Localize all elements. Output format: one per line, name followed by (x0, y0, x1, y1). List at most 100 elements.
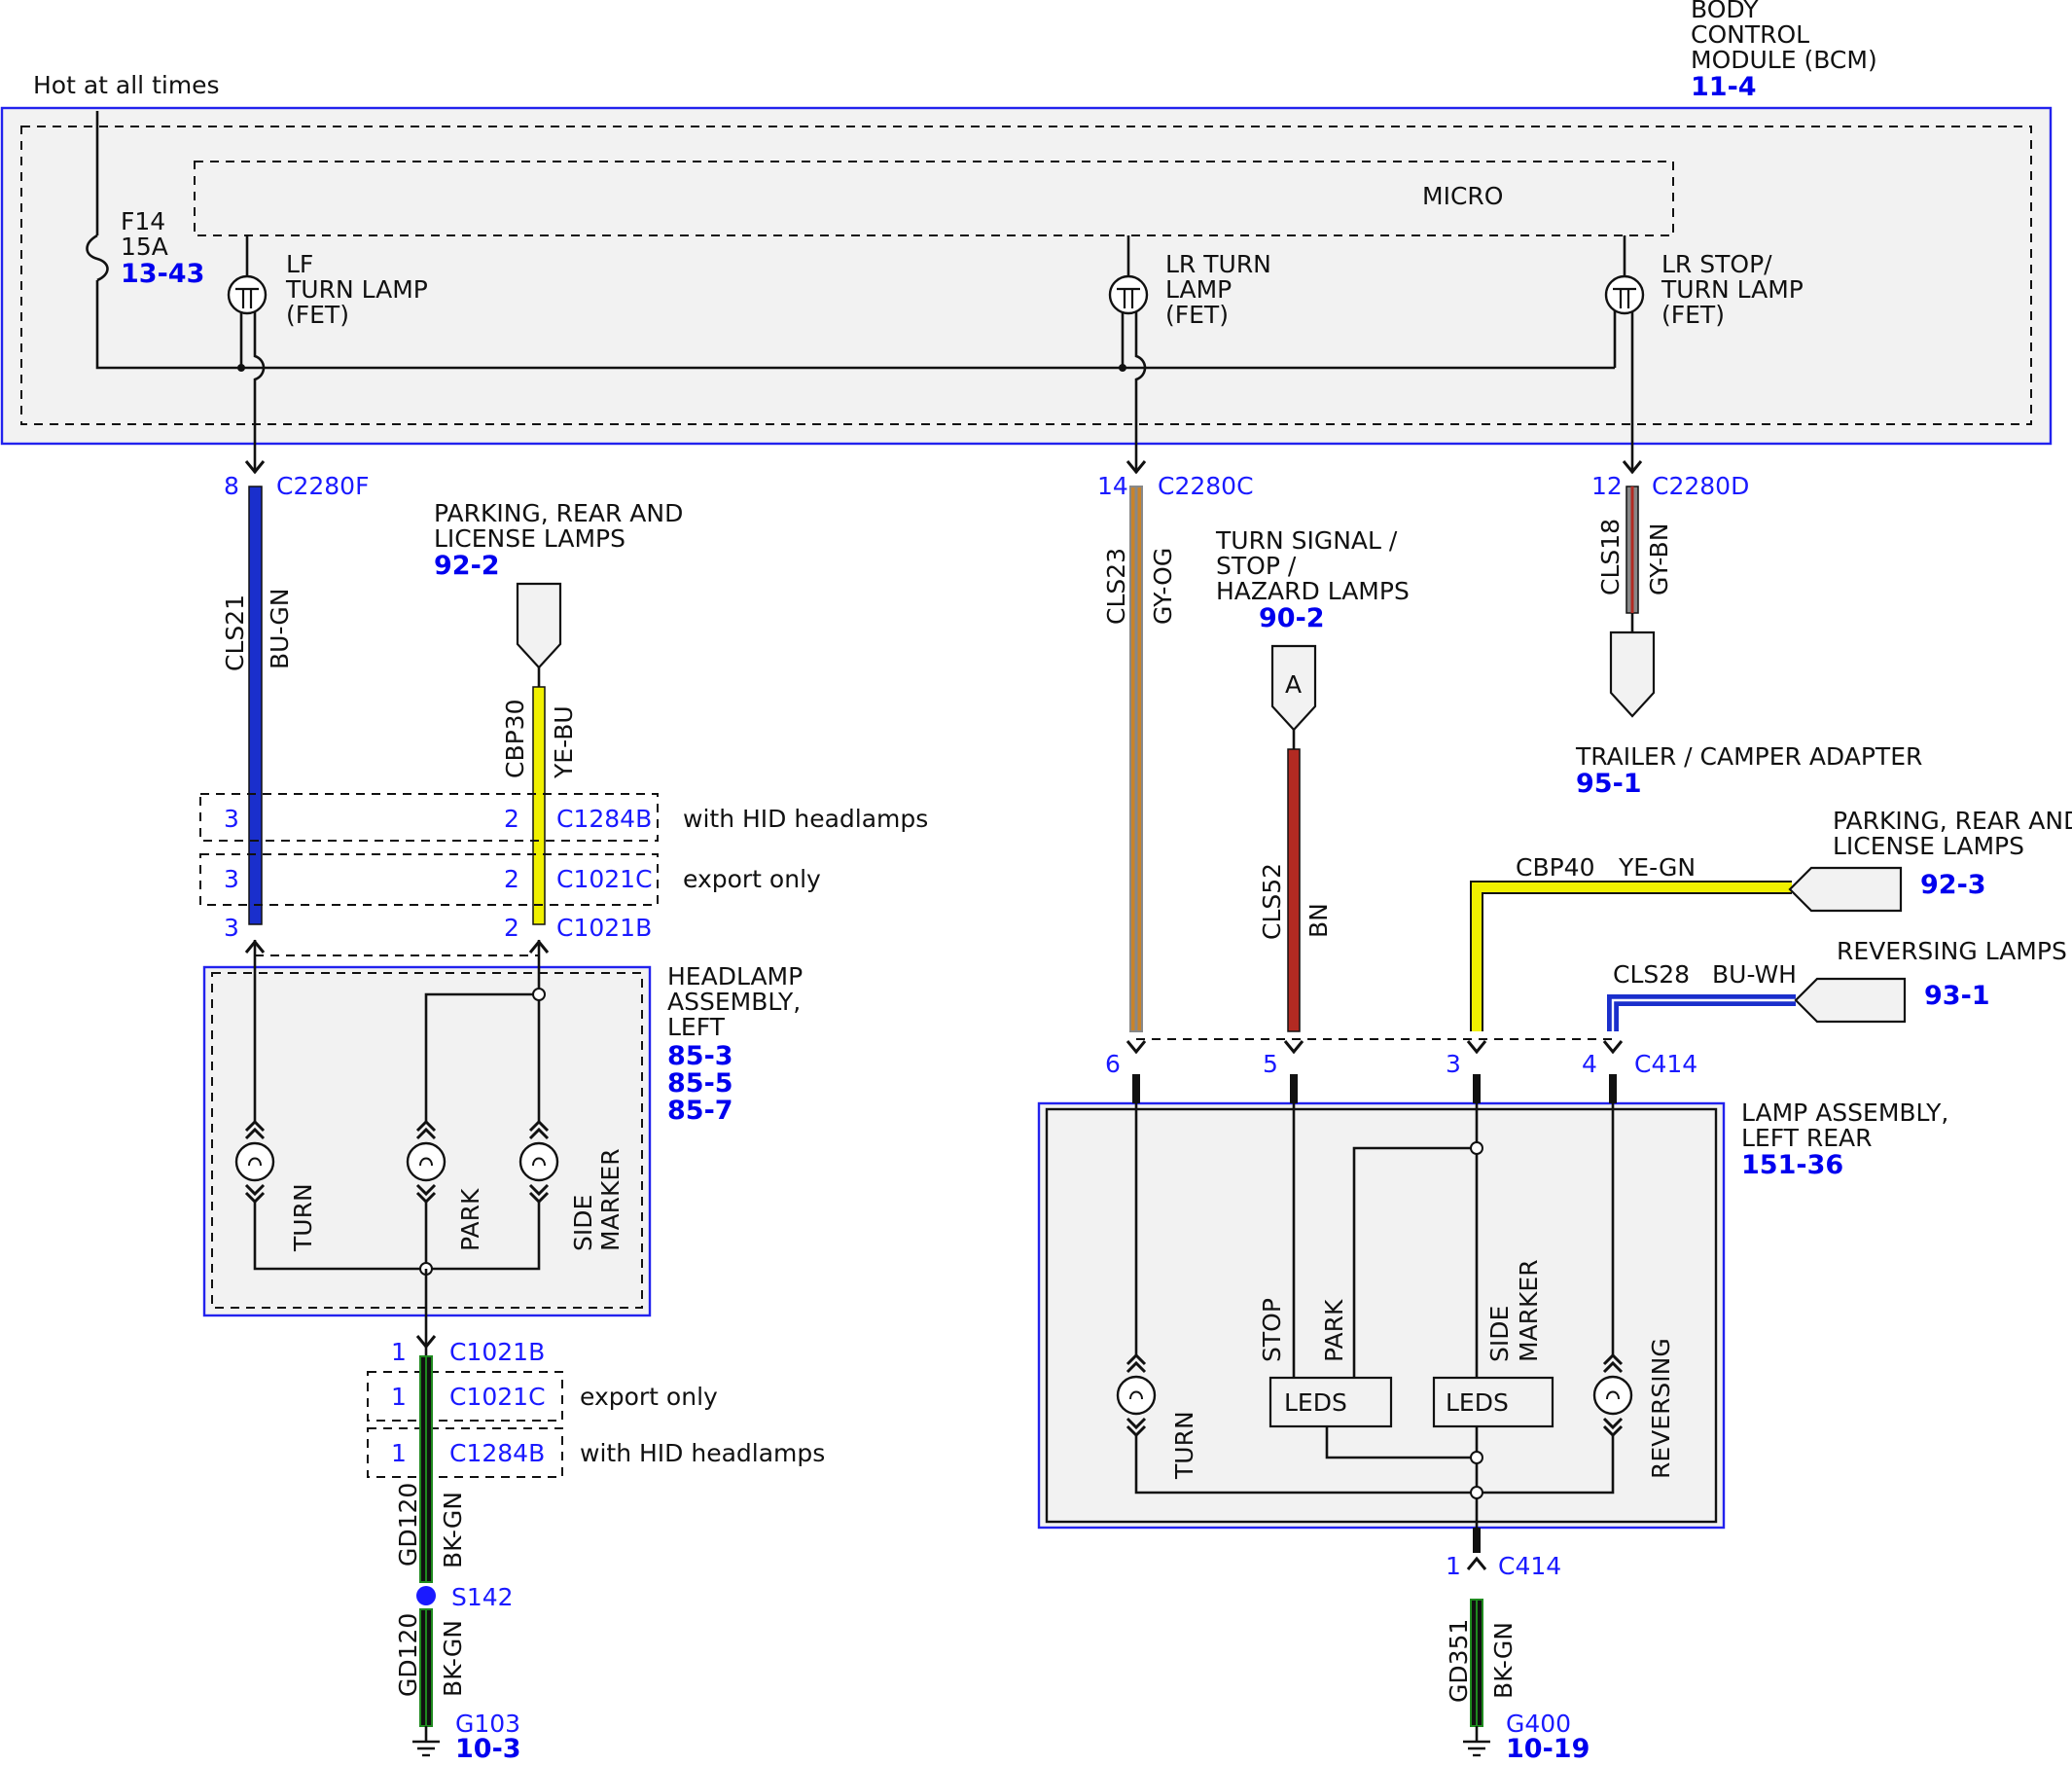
wire-gd120-b-circuit: GD120 (394, 1613, 422, 1697)
c1284b-name[interactable]: C1284B (556, 805, 652, 833)
c1021c-pin-b: 2 (504, 865, 519, 893)
c1284b-pin-a: 3 (224, 805, 239, 833)
rear-lead-6 (1132, 1074, 1140, 1103)
parking-ref-right-page[interactable]: 92-3 (1920, 870, 1986, 900)
turn-ref-flag[interactable] (1270, 644, 1317, 732)
rear-lamp-title-1: LAMP ASSEMBLY, (1741, 1099, 1948, 1127)
junction-dot (532, 988, 546, 1001)
c2280c-name[interactable]: C2280C (1158, 472, 1254, 500)
c1021b-pin-b: 2 (504, 914, 519, 942)
rear-leds-1-label: LEDS (1284, 1388, 1347, 1417)
wire-cbp30[interactable] (532, 686, 546, 925)
bcm-module: MICRO BODY CONTROL MODULE (BCM) 11-4 Hot… (0, 0, 2053, 473)
gl-c1284b-name[interactable]: C1284B (449, 1439, 545, 1467)
wire-gd120-a-color: BK-GN (439, 1492, 467, 1568)
wire-cls28[interactable] (1607, 994, 1796, 1031)
wire-cls21[interactable] (248, 486, 263, 925)
junction-dot (237, 364, 245, 372)
wire-cls28-circuit: CLS28 (1613, 960, 1690, 989)
rear-turn-label: TURN (1170, 1411, 1198, 1480)
wire-cls52-color: BN (1304, 903, 1333, 938)
c2280f-name[interactable]: C2280F (276, 472, 369, 500)
fet-lrturn-label-1: LR TURN (1165, 250, 1271, 278)
wire-cls23-circuit: CLS23 (1102, 548, 1130, 625)
trailer-ref-flag[interactable] (1609, 630, 1656, 718)
c1284b-pin-b: 2 (504, 805, 519, 833)
c414-top-name[interactable]: C414 (1634, 1050, 1697, 1078)
c1021c-note: export only (683, 865, 821, 893)
fet-lrturn-icon (1108, 274, 1149, 315)
headlamp-inner-boundary (211, 972, 643, 1309)
parking-ref-left-page[interactable]: 92-2 (434, 551, 500, 581)
headlamp-ref-3[interactable]: 85-7 (667, 1096, 733, 1126)
bcm-title-3: MODULE (BCM) (1691, 46, 1877, 74)
c2280d-name[interactable]: C2280D (1652, 472, 1749, 500)
wire-cbp40-fill (1472, 882, 1792, 1031)
ground-g103-label[interactable]: G103 (455, 1710, 520, 1738)
junction-dot (1470, 1141, 1483, 1155)
rear-lead-3 (1473, 1074, 1481, 1103)
wire-cls28-color: BU-WH (1712, 960, 1797, 989)
trailer-ref-page[interactable]: 95-1 (1576, 769, 1642, 799)
micro-boundary (194, 161, 1674, 236)
wire-cls18-circuit: CLS18 (1596, 519, 1625, 595)
gr-c414-name[interactable]: C414 (1498, 1552, 1561, 1580)
c414-pin6: 6 (1105, 1050, 1121, 1078)
parking-ref-left-flag[interactable] (516, 582, 562, 669)
fet-lrstop-icon (1604, 274, 1645, 315)
wire-cbp40[interactable] (1470, 881, 1792, 1031)
splice-s142-icon (416, 1586, 436, 1605)
rear-lead-5 (1290, 1074, 1298, 1103)
ground-g400-label[interactable]: G400 (1506, 1710, 1571, 1738)
wire-cls28-tracer (1611, 998, 1796, 1031)
gl-c1021b-name[interactable]: C1021B (449, 1338, 545, 1366)
rear-stop-label: STOP (1258, 1298, 1286, 1362)
reversing-ref-flag[interactable] (1794, 977, 1907, 1024)
bcm-hot-feed (95, 111, 1615, 370)
rear-lamp-ref[interactable]: 151-36 (1741, 1150, 1843, 1180)
c1021c-name[interactable]: C1021C (556, 865, 653, 893)
junction-dot (1470, 1451, 1483, 1464)
turn-ref-page[interactable]: 90-2 (1259, 603, 1325, 633)
gl-c1021c-pin: 1 (391, 1383, 407, 1411)
wire-cbp40-circuit: CBP40 (1516, 853, 1595, 882)
fet-lrturn-label-2: LAMP (1165, 275, 1232, 304)
ground-g103-ref[interactable]: 10-3 (455, 1734, 521, 1764)
trailer-ref-label: TRAILER / CAMPER ADAPTER (1575, 742, 1922, 771)
fuse-ref[interactable]: 13-43 (121, 259, 204, 289)
c414-pin3-terminal (1466, 1039, 1487, 1054)
c414-pin5-terminal (1283, 1039, 1304, 1054)
gl-c1021c-name[interactable]: C1021C (449, 1383, 546, 1411)
rear-lamp-outline (1037, 1101, 1726, 1530)
splice-s142-label[interactable]: S142 (451, 1583, 514, 1611)
fet-lf-label-3: (FET) (286, 301, 349, 329)
wire-gd120-b-color: BK-GN (439, 1620, 467, 1697)
parking-ref-right-flag[interactable] (1788, 866, 1903, 913)
headlamp-ref-2[interactable]: 85-5 (667, 1068, 733, 1099)
fuse-f14 (86, 234, 109, 282)
ground-g400-icon (1463, 1726, 1490, 1757)
c414-pin5: 5 (1263, 1050, 1278, 1078)
wire-cbp30-color: YE-BU (550, 705, 578, 779)
hot-at-all-times-label: Hot at all times (33, 71, 220, 99)
wire-cls52[interactable] (1287, 748, 1301, 1032)
rear-leds-2-box (1432, 1376, 1554, 1428)
fet-lrstop-label-3: (FET) (1661, 301, 1725, 329)
fet-lrturn-output (1134, 309, 1147, 473)
gl-c1284b-pin: 1 (391, 1439, 407, 1467)
headlamp-ref-1[interactable]: 85-3 (667, 1041, 733, 1071)
fet-lrturn-label-3: (FET) (1165, 301, 1229, 329)
headlamp-side-label-1: SIDE (569, 1195, 597, 1251)
c2280c-pin: 14 (1097, 472, 1128, 500)
ground-g400-ref[interactable]: 10-19 (1506, 1734, 1590, 1764)
headlamp-title-2: ASSEMBLY, (667, 988, 801, 1016)
wire-cbp30-circuit: CBP30 (501, 700, 529, 779)
c1021b-name[interactable]: C1021B (556, 914, 652, 942)
gl-c1021c-box (367, 1371, 563, 1422)
bcm-ref[interactable]: 11-4 (1691, 72, 1757, 102)
rear-lamp-assembly: LEDS LEDS TURN STOP PARK SIDE MARKER REV… (1037, 1074, 1726, 1553)
headlamp-park-feed (424, 992, 539, 1269)
reversing-ref-page[interactable]: 93-1 (1924, 981, 1990, 1011)
junction-dot (1119, 364, 1126, 372)
rear-lamp-inner-boundary (1045, 1107, 1718, 1524)
